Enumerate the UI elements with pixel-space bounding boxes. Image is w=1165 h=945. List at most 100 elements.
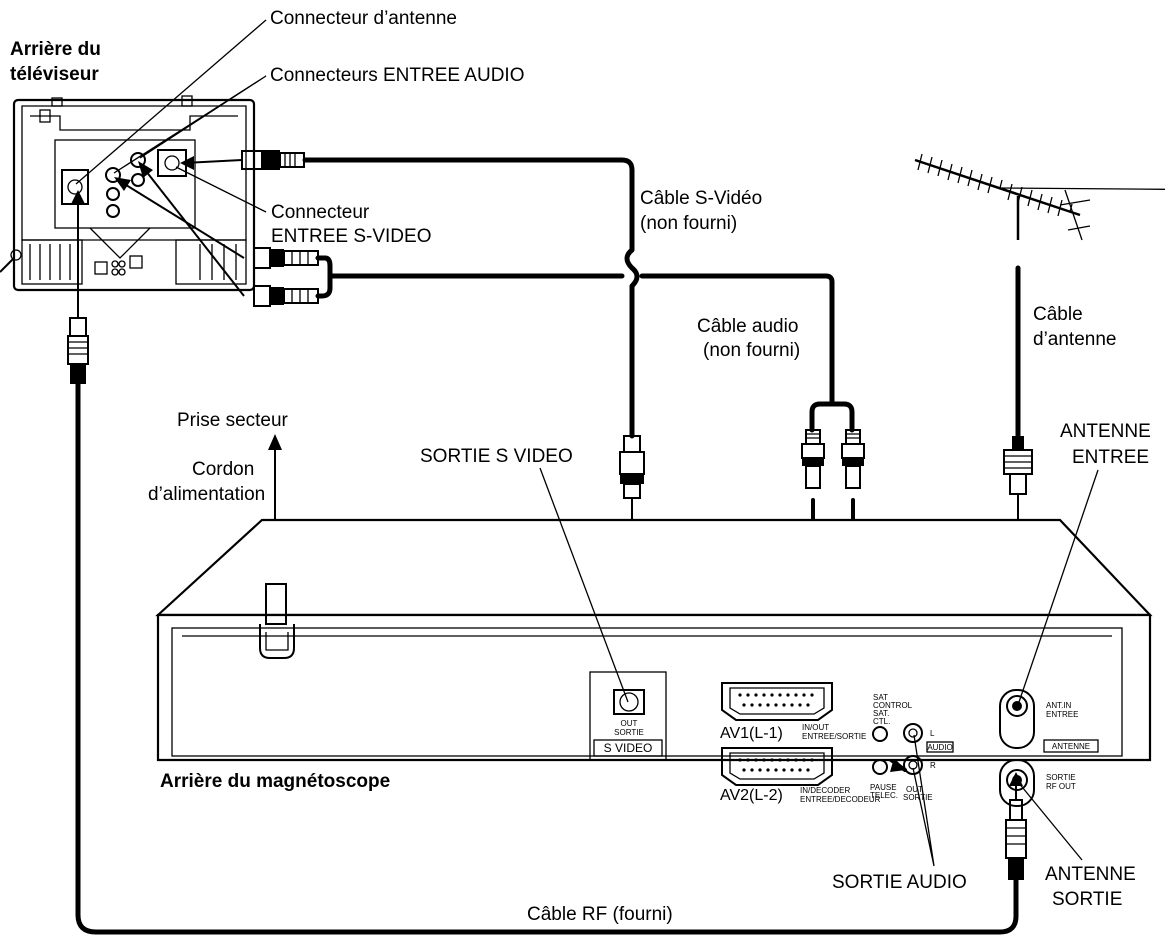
power-arrow-head [268, 434, 282, 450]
sat-control-jack[interactable] [872, 726, 888, 742]
svideo-out-label: SORTIE S VIDEO [420, 446, 573, 467]
power-cord-label-2: d’alimentation [148, 484, 265, 505]
rf-cable [75, 381, 1019, 935]
tv-back-label-1: Arrière du [10, 39, 101, 60]
av1-sub-1: IN/OUT [802, 723, 829, 732]
audio-cable-label-1: Câble audio [697, 316, 798, 337]
svideo-out-leader [539, 467, 629, 703]
tv-rear [0, 95, 256, 292]
av1-label: AV1(L-1) [720, 725, 783, 742]
audio-box-label: AUDIO [927, 743, 952, 752]
audio-out-text-1: OUT [906, 785, 923, 794]
antenna [914, 153, 1165, 241]
tv-power-cord-stub [0, 257, 15, 273]
antenne-box-label: ANTENNE [1052, 742, 1090, 751]
antenna-in-label-1: ANTENNE [1060, 421, 1151, 442]
antenna-cable-label-1: Câble [1033, 304, 1083, 325]
tv-jack-5 [131, 173, 145, 187]
svideo-plug-tv [180, 150, 305, 170]
antenna-out-label-1: ANTENNE [1045, 864, 1136, 885]
audio-box [926, 741, 954, 753]
svideo-out-block [589, 671, 667, 761]
svideo-cable-label-2: (non fourni) [640, 213, 737, 234]
audio-cable-split [809, 401, 855, 433]
sat-text-4: CTL. [873, 717, 890, 726]
audio-out-l-jack[interactable] [903, 723, 923, 743]
rf-plug-tv [67, 190, 89, 384]
pause-jack[interactable] [872, 759, 888, 775]
power-cord-boot [259, 624, 295, 659]
svideo-out-text-1: OUT [621, 719, 638, 728]
pause-text-2: TELEC. [870, 791, 898, 800]
av2-label: AV2(L-2) [720, 787, 783, 804]
tv-power-inlet [10, 249, 22, 261]
ant-in-housing [999, 689, 1035, 749]
ant-in-jack[interactable] [1006, 695, 1028, 717]
audio-plugs-tv [114, 161, 319, 307]
vcr-rear: OUT SORTIE S VIDEO AV1(L-1) IN/OUT ENTRE… [155, 518, 1153, 807]
av2-sub-1: IN/DECODER [800, 786, 850, 795]
mains-outlet-label: Prise secteur [177, 410, 289, 431]
ant-in-text-1: ANT.IN [1046, 701, 1072, 710]
tv-base-right [175, 239, 247, 285]
ant-in-text-2: ENTREE [1046, 710, 1078, 719]
tv-panel-notch [89, 227, 151, 259]
tv-jack-3 [106, 187, 120, 201]
audio-out-label: SORTIE AUDIO [832, 872, 967, 893]
antenna-cable-label-2: d’antenne [1033, 329, 1116, 350]
vcr-back-outline [156, 613, 1152, 762]
svideo-box-label: S VIDEO [604, 741, 653, 755]
antenna-out-leader [1017, 781, 1083, 861]
tv-clip-right [181, 95, 193, 107]
tv-small-dot-1 [111, 260, 119, 268]
av1-scart[interactable] [721, 682, 833, 721]
sat-text-3: SAT. [873, 709, 889, 718]
pause-text-1: PAUSE [870, 783, 897, 792]
vcr-back-label: Arrière du magnétoscope [160, 771, 390, 792]
tv-vents-right [199, 244, 237, 280]
rf-out-text-2: RF OUT [1046, 782, 1076, 791]
svideo-out-jack[interactable] [613, 689, 645, 715]
tv-vents-left [29, 244, 71, 280]
tv-base-left [21, 239, 83, 285]
tv-clip-left [39, 109, 51, 123]
svideo-cable [302, 157, 640, 439]
rf-cable-label: Câble RF (fourni) [527, 904, 673, 925]
rf-out-jack[interactable] [1006, 769, 1028, 791]
audio-out-leader [912, 734, 935, 867]
tv-small-dot-2 [118, 260, 126, 268]
tv-small-dot-3 [111, 268, 119, 276]
av1-sub-2: ENTREE/SORTIE [802, 732, 866, 741]
av1-pins [738, 693, 814, 707]
svideo-cable-label-1: Câble S-Vidéo [640, 188, 762, 209]
tv-back-label-2: téléviseur [10, 64, 99, 85]
audio-cable [327, 273, 835, 405]
av2-sub-2: ENTREE/DECODEUR [800, 795, 881, 804]
audio-r-label: R [930, 761, 936, 770]
tv-small-port-1 [94, 261, 108, 275]
vcr-top [155, 518, 1153, 617]
antenna-in-leader [1017, 469, 1099, 706]
av2-pins [738, 758, 814, 772]
power-cord-boot-inner [265, 632, 289, 651]
tv-cabinet [12, 98, 256, 292]
tv-top-edge [30, 115, 238, 131]
svideo-out-jack-hole [619, 692, 639, 712]
antenna-connector-leader [75, 19, 267, 185]
tv-audio-in-jack-2 [130, 152, 146, 168]
svideo-box [593, 739, 663, 757]
audio-out-r-jack[interactable] [903, 755, 923, 775]
svideo-out-text-2: SORTIE [614, 728, 644, 737]
sat-text-2: CONTROL [873, 701, 913, 710]
svideo-in-label-1: Connecteur [271, 202, 370, 223]
tv-terminal-panel [54, 139, 196, 229]
rf-out-text-1: SORTIE [1046, 773, 1076, 782]
av2-scart[interactable] [721, 747, 833, 786]
tv-small-dot-4 [118, 268, 126, 276]
tv-antenna-jack-hole [67, 179, 83, 195]
power-cord-plug [265, 583, 287, 625]
antenna-connector-label: Connecteur d’antenne [270, 8, 457, 29]
tv-jack-4 [106, 204, 120, 218]
rf-out-housing [999, 759, 1035, 807]
